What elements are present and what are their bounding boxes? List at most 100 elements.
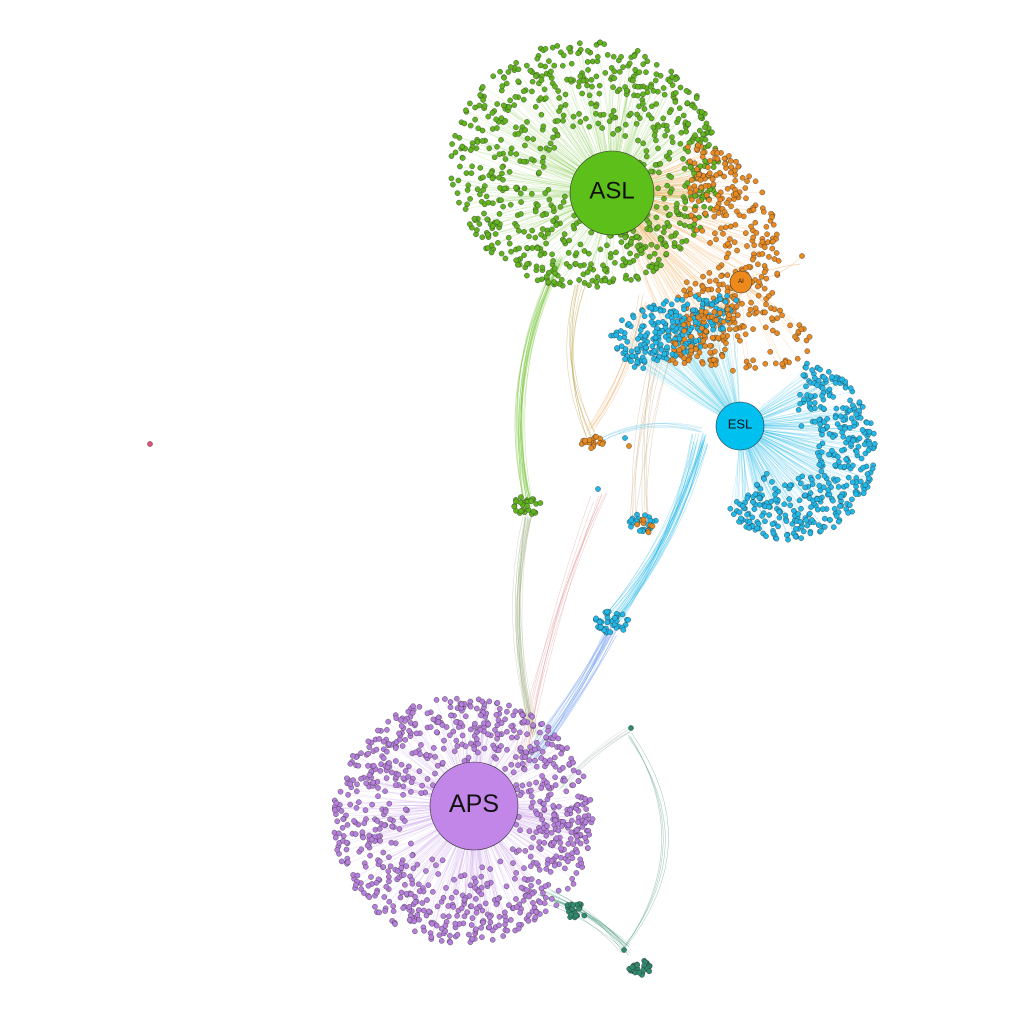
asl-cluster-node bbox=[628, 277, 634, 283]
asl-cluster-node bbox=[617, 69, 623, 75]
aps-cluster-node bbox=[577, 840, 584, 847]
asl-cluster-node bbox=[613, 249, 619, 256]
aps-cluster-node bbox=[467, 703, 474, 710]
aps-cluster-node bbox=[479, 934, 485, 940]
asl-cluster-node bbox=[595, 54, 601, 60]
esl-cluster-node bbox=[669, 318, 676, 325]
asl-cluster-node bbox=[701, 203, 707, 210]
aps-cluster-node bbox=[541, 840, 547, 846]
asl-cluster-node bbox=[646, 220, 653, 226]
asl-cluster-node bbox=[490, 73, 496, 79]
aps-cluster-node bbox=[412, 720, 419, 727]
aps-cluster-node bbox=[351, 818, 357, 824]
ai-cluster-node bbox=[722, 224, 729, 231]
asl-cluster-node bbox=[577, 263, 584, 269]
nodes-layer bbox=[147, 39, 878, 978]
esl-cluster-node bbox=[630, 314, 637, 321]
asl-cluster-node bbox=[456, 199, 462, 206]
ai-cluster-node bbox=[686, 316, 693, 322]
asl-cluster-node bbox=[597, 39, 603, 46]
aps-cluster-node bbox=[416, 888, 423, 894]
asl-cluster-node bbox=[702, 136, 709, 143]
esl-cluster-node bbox=[763, 471, 770, 477]
ai-cluster-node bbox=[761, 269, 768, 275]
aps-cluster-node bbox=[405, 773, 411, 780]
esl-cluster-node bbox=[798, 505, 804, 512]
aps-cluster-node bbox=[451, 748, 458, 755]
ai-cluster-node bbox=[714, 150, 721, 156]
aps-cluster-node bbox=[544, 823, 550, 829]
ai-cluster-node bbox=[730, 315, 737, 322]
esl-cluster-node bbox=[827, 517, 833, 523]
ai-cluster-node bbox=[724, 272, 731, 278]
asl-cluster-node bbox=[515, 78, 521, 85]
ai-cluster-node bbox=[735, 312, 741, 318]
asl-cluster-node bbox=[512, 94, 519, 100]
asl-cluster-node bbox=[474, 139, 481, 145]
asl-cluster-node bbox=[489, 110, 496, 116]
aps-cluster-node bbox=[399, 743, 406, 749]
aps-cluster-node bbox=[451, 876, 457, 883]
asl-cluster-node bbox=[465, 182, 472, 189]
aps-cluster-node bbox=[363, 780, 369, 787]
asl-cluster-node bbox=[648, 84, 654, 90]
aps-cluster-node bbox=[537, 729, 543, 736]
asl-cluster-node bbox=[538, 77, 545, 83]
ai-cluster-node bbox=[695, 142, 701, 148]
asl-cluster-node bbox=[506, 104, 512, 110]
aps-cluster-node bbox=[332, 807, 338, 813]
aps-cluster-node bbox=[354, 788, 360, 794]
aps-cluster-node bbox=[487, 919, 494, 926]
aps-cluster-node bbox=[400, 905, 406, 911]
asl-cluster-node bbox=[533, 263, 540, 270]
asl-cluster-node bbox=[693, 95, 700, 101]
aps-cluster-node bbox=[587, 797, 594, 803]
asl-cluster-node bbox=[475, 125, 481, 132]
aps-cluster-node bbox=[549, 896, 555, 902]
asl-cluster-node bbox=[610, 53, 617, 60]
asl-cluster-node bbox=[664, 127, 670, 133]
esl-cluster-node bbox=[640, 365, 647, 371]
asl-cluster-node bbox=[634, 274, 641, 280]
aps-cluster-node bbox=[381, 894, 388, 900]
ai-cluster-node bbox=[700, 360, 706, 367]
ai-cluster-node bbox=[743, 230, 749, 236]
aps-cluster-node bbox=[365, 883, 372, 889]
ai-cluster-node bbox=[685, 144, 691, 150]
aps-cluster-node bbox=[377, 768, 384, 774]
esl-cluster-node bbox=[830, 434, 836, 440]
asl-cluster-node bbox=[515, 131, 522, 137]
ai-esl-edge bbox=[629, 354, 661, 517]
ai-cluster-node bbox=[726, 312, 732, 318]
esl-cluster-node bbox=[818, 527, 824, 534]
aps-cluster-node bbox=[374, 818, 380, 824]
esl-cluster-node bbox=[641, 313, 648, 319]
esl-cluster-node bbox=[821, 374, 827, 380]
asl-cluster-node bbox=[513, 257, 519, 264]
asl-cluster-node bbox=[562, 91, 569, 98]
ai-cluster-node bbox=[763, 224, 770, 230]
asl-cluster-node bbox=[595, 120, 602, 127]
esl-cluster-node bbox=[793, 526, 799, 532]
aps-cluster-node bbox=[386, 898, 393, 905]
ai-cluster-node bbox=[758, 274, 765, 280]
asl-cluster-node bbox=[472, 116, 478, 123]
asl-cluster-node bbox=[526, 233, 532, 240]
asl-cluster-node bbox=[655, 123, 662, 130]
esl-cluster-node bbox=[860, 464, 866, 471]
ai-cluster-node bbox=[706, 170, 713, 176]
esl-cluster-node bbox=[839, 447, 845, 454]
ai-cluster-node bbox=[709, 176, 716, 182]
asl-cluster-node bbox=[668, 233, 674, 240]
esl-cluster-node bbox=[657, 307, 664, 314]
teal-edge bbox=[546, 896, 625, 948]
aps-cluster-node bbox=[439, 760, 446, 766]
aps-cluster-node bbox=[527, 853, 534, 860]
asl-cluster-node bbox=[643, 148, 650, 154]
esl-cluster-node bbox=[717, 296, 724, 302]
asl-cluster-node bbox=[529, 78, 536, 85]
asl-cluster-node bbox=[479, 138, 486, 144]
asl-cluster-node bbox=[619, 262, 626, 269]
aps-cluster-node bbox=[406, 917, 413, 923]
esl-cluster-node bbox=[835, 518, 842, 525]
